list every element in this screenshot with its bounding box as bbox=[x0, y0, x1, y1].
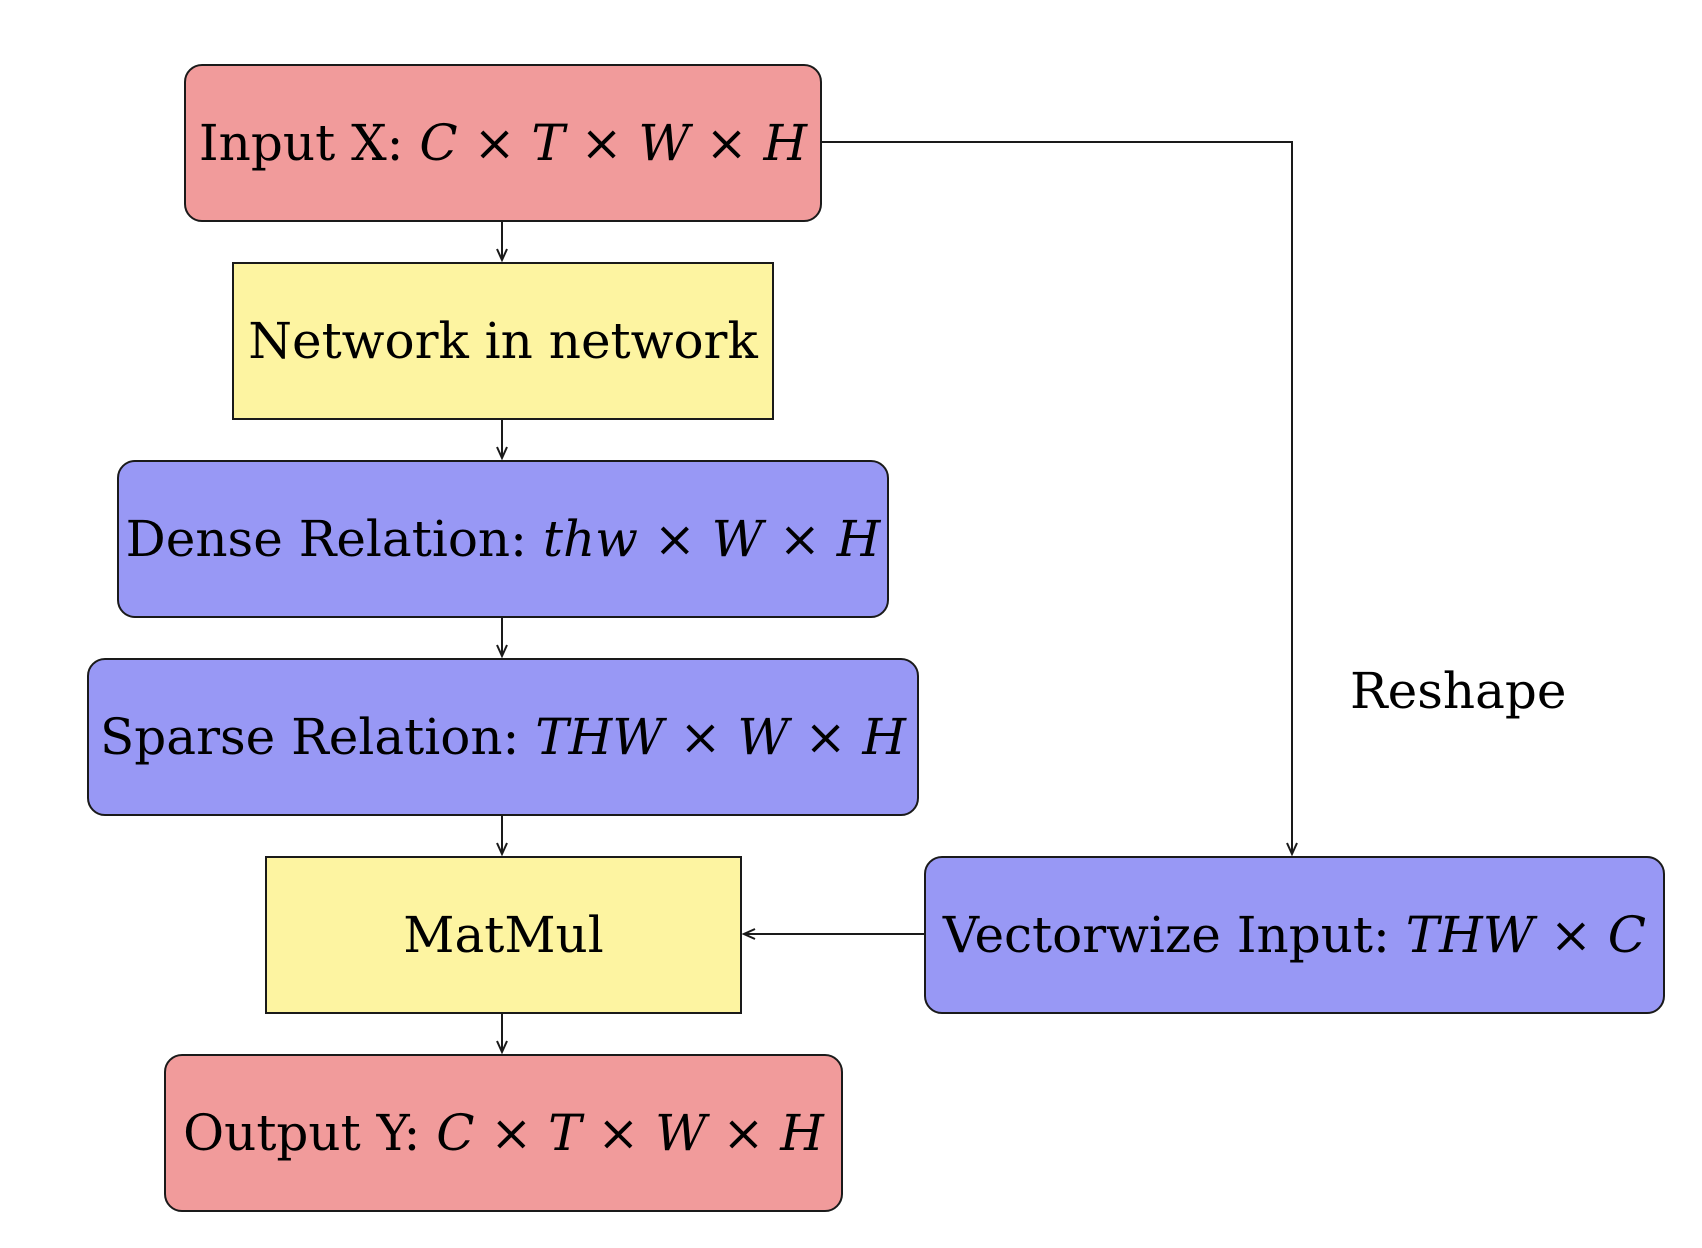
output-node: Output Y: C × T × W × H bbox=[164, 1054, 843, 1212]
network-in-network-node: Network in network bbox=[232, 262, 774, 420]
input-node-label: Input X: bbox=[198, 114, 404, 172]
dense-relation-node: Dense Relation: thw × W × H bbox=[117, 460, 889, 618]
sparse-relation-math: THW × W × H bbox=[535, 708, 906, 766]
matmul-node: MatMul bbox=[265, 856, 742, 1014]
input-node: Input X: C × T × W × H bbox=[184, 64, 822, 222]
sparse-relation-node: Sparse Relation: THW × W × H bbox=[87, 658, 919, 816]
vectorwize-input-label: Vectorwize Input: bbox=[942, 906, 1390, 964]
sparse-relation-label: Sparse Relation: bbox=[100, 708, 520, 766]
matmul-label: MatMul bbox=[403, 906, 604, 964]
output-node-math: C × T × W × H bbox=[436, 1104, 824, 1162]
dense-relation-math: thw × W × H bbox=[542, 510, 881, 568]
vectorwize-input-math: THW × C bbox=[1405, 906, 1647, 964]
reshape-edge-label: Reshape bbox=[1350, 662, 1567, 720]
output-node-label: Output Y: bbox=[183, 1104, 421, 1162]
network-in-network-label: Network in network bbox=[248, 312, 758, 370]
arrow-input-to-vectorwize bbox=[822, 141, 1292, 854]
input-node-math: C × T × W × H bbox=[419, 114, 808, 172]
dense-relation-label: Dense Relation: bbox=[125, 510, 527, 568]
vectorwize-input-node: Vectorwize Input: THW × C bbox=[924, 856, 1665, 1014]
